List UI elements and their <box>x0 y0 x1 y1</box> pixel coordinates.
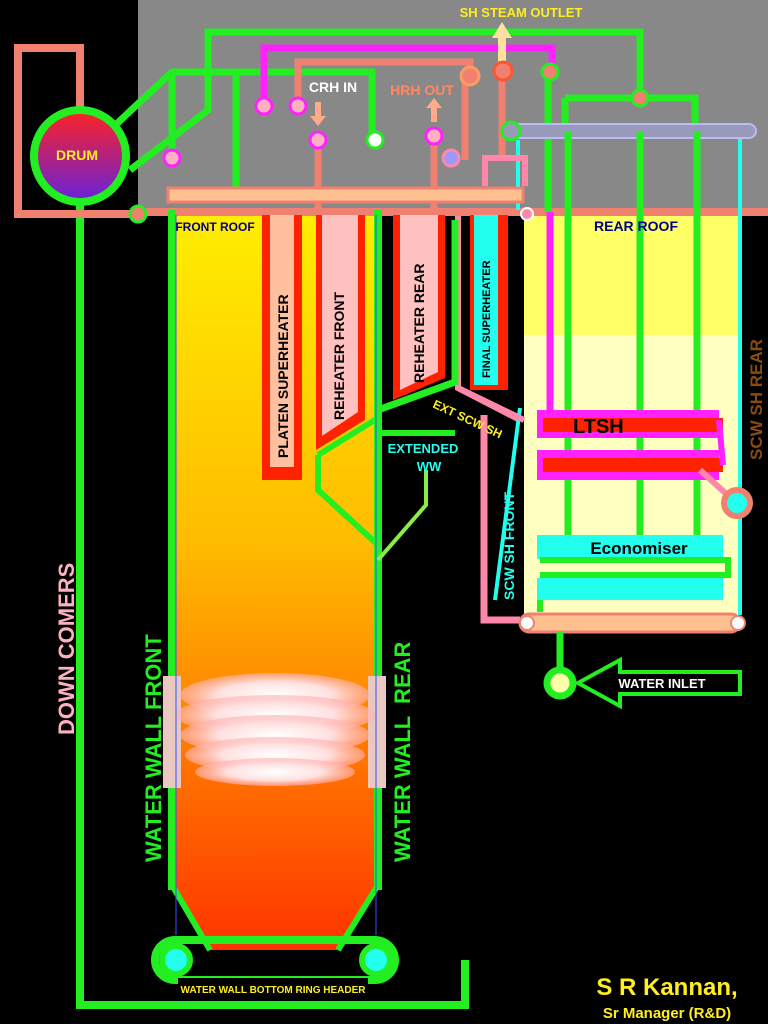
roof-line <box>138 208 768 216</box>
down-comer-pipe <box>76 200 469 1009</box>
scw-sh-front-pipe <box>480 415 520 624</box>
water-wall-front-label: WATER WALL FRONT <box>141 634 166 862</box>
drum-label: DRUM <box>56 147 98 163</box>
platen-superheater-label: PLATEN SUPERHEATER <box>275 294 291 458</box>
second-pass-top <box>524 215 740 335</box>
scw-sh-rear-node <box>721 487 753 519</box>
water-inlet-arrow <box>573 656 742 710</box>
hrh-out-arrow <box>426 98 442 122</box>
rear-header <box>507 123 757 139</box>
bottom-header-right <box>359 943 393 977</box>
sh-steam-outlet-arrow <box>492 22 512 63</box>
water-inlet-node <box>543 666 577 700</box>
crh-in-arrow <box>310 102 326 126</box>
ext-ww-loop <box>315 455 381 548</box>
water-wall-front-tube <box>168 210 176 890</box>
ltsh-coil <box>537 410 736 503</box>
ext-scw-sh-pipe <box>456 385 526 423</box>
scw-sh-rear-label: SCW SH REAR <box>747 339 766 460</box>
hrh-out-label: HRH OUT <box>390 82 454 98</box>
front-roof-header <box>166 186 525 204</box>
roof-nodes <box>128 60 650 224</box>
reheater-front-inner <box>322 215 358 436</box>
bottom-ring-header-label: WATER WALL BOTTOM RING HEADER <box>181 985 367 996</box>
rear-header-end <box>500 120 522 142</box>
rear-wall-nose <box>376 220 459 414</box>
crh-in-label: CRH IN <box>309 79 357 95</box>
roof-piping-green <box>107 28 699 212</box>
water-wall-rear-tube <box>374 210 382 890</box>
water-wall-rear-label: WATER WALL REAR <box>390 641 415 862</box>
final-sh-pink-loop <box>482 155 528 186</box>
scw-sh-front-label: SCW SH FRONT <box>501 491 517 600</box>
down-comers-label: DOWN COMERS <box>54 563 79 735</box>
bottom-header-left <box>159 943 193 977</box>
drum-steam-loop <box>14 44 138 218</box>
eco-header-right <box>730 615 746 631</box>
economiser-label: Economiser <box>590 539 688 558</box>
bottom-ring-label-bg <box>178 978 368 1000</box>
drum <box>30 106 130 206</box>
flame-zone <box>163 673 386 788</box>
reheater-front-label: REHEATER FRONT <box>331 291 347 420</box>
sh-steam-outlet-label: SH STEAM OUTLET <box>460 5 583 20</box>
author-name: S R Kannan, <box>596 974 737 1001</box>
ltsh-label: LTSH <box>573 416 624 438</box>
economiser-coil <box>537 535 731 612</box>
reheater-rear-inner <box>400 215 438 390</box>
water-inlet-label: WATER INLET <box>618 676 705 691</box>
extended-ww-label-1: EXTENDED <box>388 441 459 456</box>
platen-superheater-inner <box>270 215 294 467</box>
author-title: Sr Manager (R&D) <box>603 1005 731 1022</box>
reheater-rear-label: REHEATER REAR <box>411 263 427 383</box>
rear-roof-label: REAR ROOF <box>594 218 678 234</box>
scw-sh-front-cyan <box>493 407 522 601</box>
economiser-inlet-header <box>518 612 742 634</box>
eco-header-left <box>519 615 535 631</box>
final-superheater-label: FINAL SUPERHEATER <box>481 260 493 378</box>
final-superheater-inner <box>474 215 498 385</box>
front-roof-label: FRONT ROOF <box>175 220 254 234</box>
extended-ww-label-2: WW <box>417 459 442 474</box>
rear-wall-nose-inner <box>316 415 380 458</box>
platen-magenta-loop <box>260 44 556 106</box>
extended-ww-link <box>376 470 428 562</box>
